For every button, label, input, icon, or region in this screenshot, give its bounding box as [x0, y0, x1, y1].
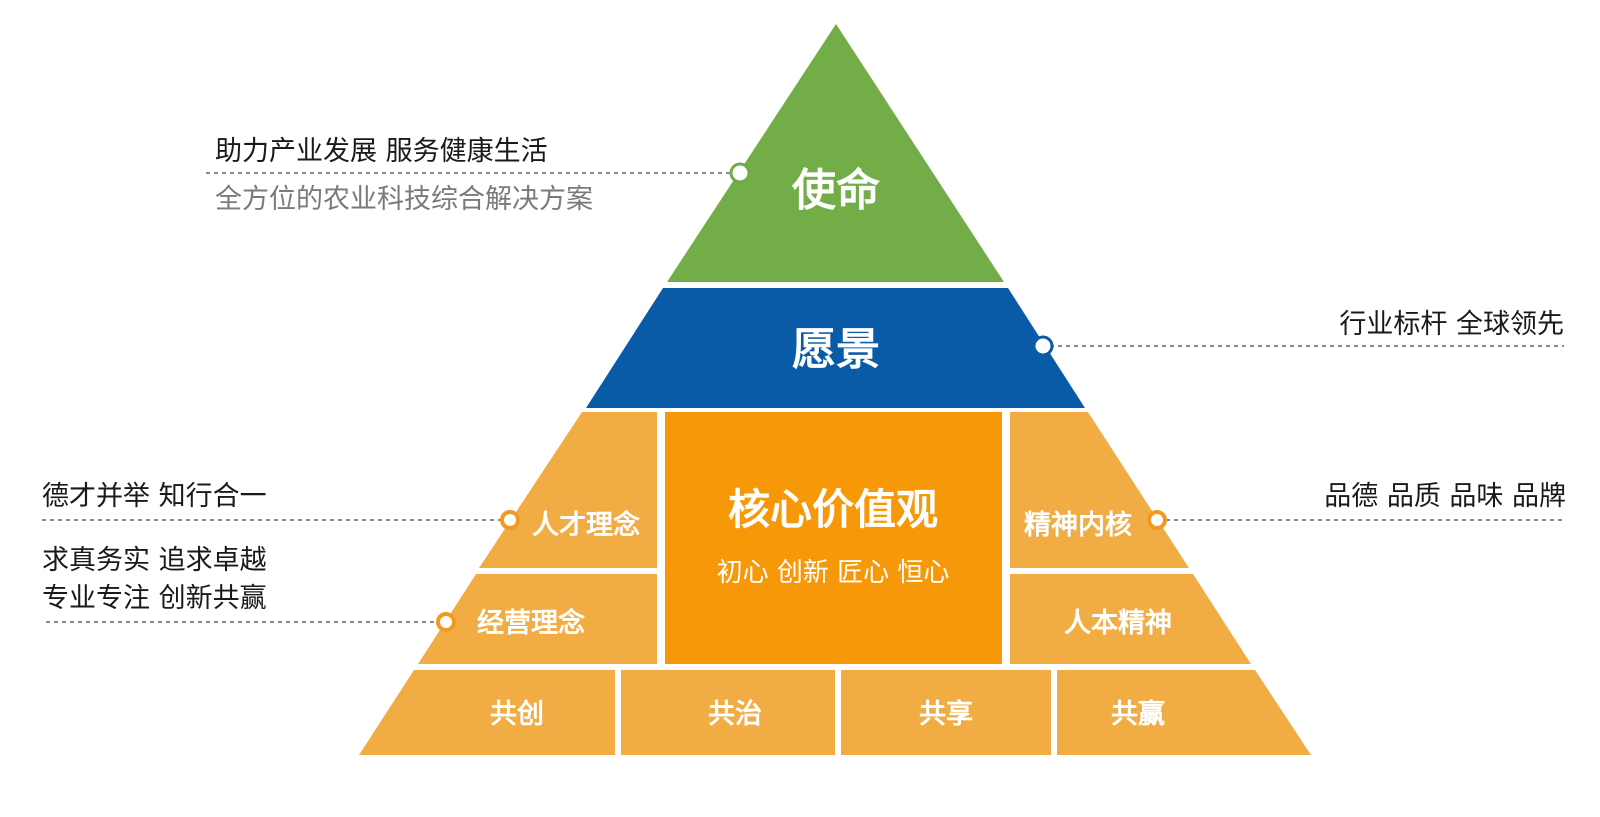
right-block-people [1010, 574, 1251, 664]
right-block-spirit-core [1010, 412, 1189, 568]
bottom-block-3 [841, 670, 1051, 755]
bottom-block-4 [1057, 670, 1311, 755]
vision-title: 愿景 [792, 324, 880, 375]
left-block-business-label: 经营理念 [477, 607, 585, 639]
bottom-block-1-label: 共创 [490, 699, 544, 730]
talent-leader-dot [500, 510, 520, 530]
core-values-subtitle: 初心 创新 匠心 恒心 [717, 558, 950, 588]
core-values-block [665, 412, 1002, 664]
mission-tier [667, 24, 1004, 282]
business-note-line2: 专业专注 创新共赢 [42, 583, 267, 614]
mission-title: 使命 [792, 165, 880, 216]
spirit-core-leader-dot [1147, 510, 1167, 530]
mission-note-line2: 全方位的农业科技综合解决方案 [215, 184, 593, 215]
left-block-business [418, 574, 657, 664]
right-block-people-label: 人本精神 [1064, 608, 1172, 639]
bottom-block-3-label: 共享 [919, 698, 973, 730]
right-block-spirit-core-label: 精神内核 [1024, 509, 1132, 541]
talent-note: 德才并举 知行合一 [42, 481, 267, 512]
vision-leader-dot [1032, 335, 1054, 357]
bottom-block-1 [359, 670, 615, 755]
business-leader-dot [436, 612, 456, 632]
mission-leader-dot [729, 162, 751, 184]
business-note-line1: 求真务实 追求卓越 [42, 545, 267, 576]
vision-tier [586, 288, 1085, 408]
bottom-block-2-label: 共治 [708, 699, 762, 730]
vision-note: 行业标杆 全球领先 [1339, 309, 1564, 340]
bottom-block-2 [621, 670, 835, 755]
left-block-talent [479, 412, 657, 568]
mission-note-line1: 助力产业发展 服务健康生活 [215, 136, 548, 167]
bottom-block-4-label: 共赢 [1111, 698, 1165, 730]
core-values-title: 核心价值观 [728, 485, 938, 534]
spirit-core-note: 品德 品质 品味 品牌 [1324, 481, 1566, 512]
left-block-talent-label: 人才理念 [532, 509, 640, 541]
